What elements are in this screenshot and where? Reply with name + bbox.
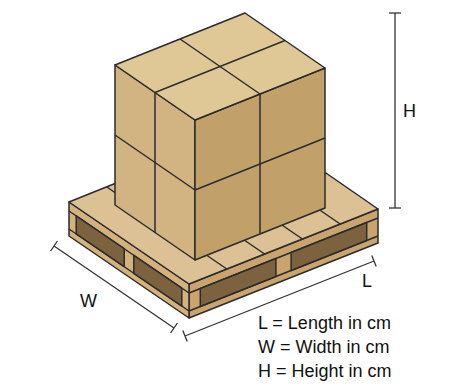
dimension-letter: L	[362, 270, 372, 292]
dimension-lines	[51, 13, 401, 342]
legend-note: W = Width in cm	[258, 336, 390, 358]
box-seam	[180, 39, 260, 94]
dimension-tick	[183, 330, 187, 341]
dimension-tick	[372, 255, 376, 266]
dimension-letter: H	[403, 100, 416, 122]
box-seam	[115, 135, 195, 190]
dimension-letter: W	[80, 290, 97, 312]
dimension-tick	[171, 323, 178, 333]
legend-note: L = Length in cm	[258, 312, 391, 334]
dimension-tick	[389, 207, 401, 208]
dimension-tick	[389, 12, 401, 13]
legend-note: H = Height in cm	[258, 360, 392, 382]
fork-opening	[291, 223, 367, 271]
width-dimension	[54, 246, 174, 328]
box-seam	[195, 138, 325, 190]
box-stack	[115, 13, 325, 260]
fork-opening	[134, 255, 182, 306]
fork-opening	[200, 259, 276, 307]
height-dimension	[394, 13, 395, 208]
box-top	[115, 13, 325, 120]
dimension-tick	[51, 241, 58, 251]
fork-opening	[76, 216, 124, 267]
